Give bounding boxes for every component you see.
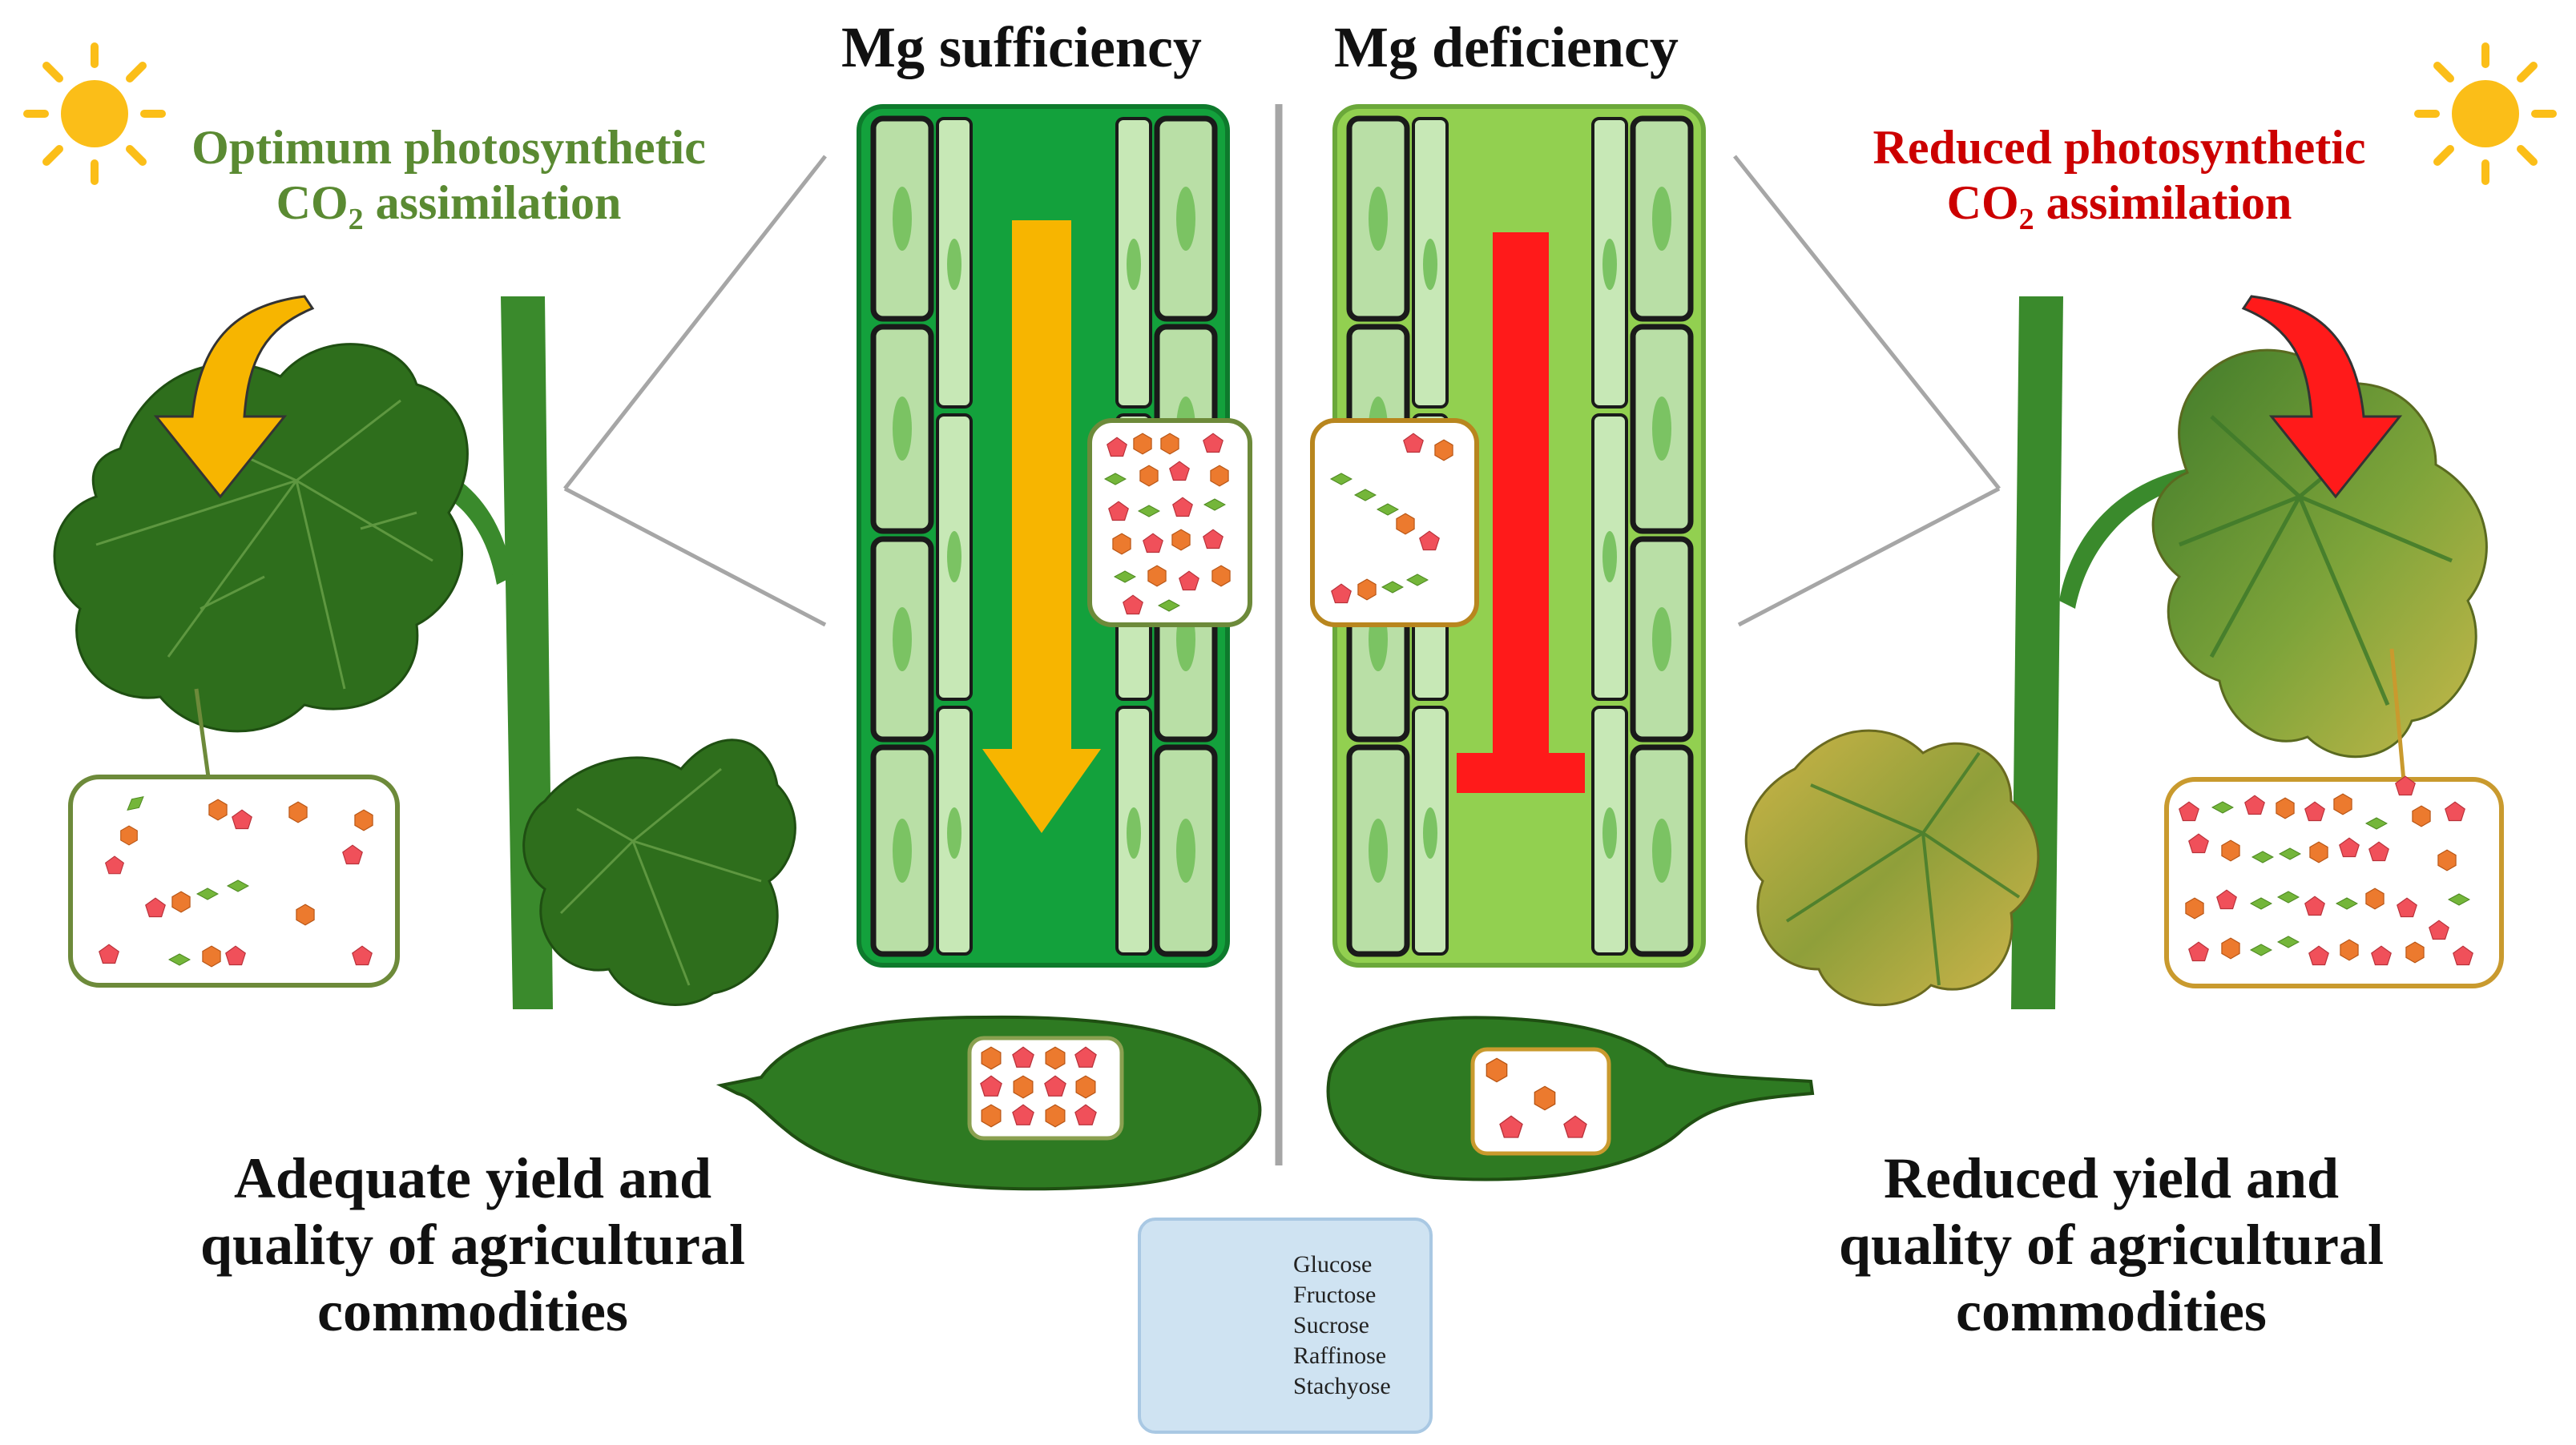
header-mg-sufficiency: Mg sufficiency [841,15,1202,79]
label-line2: CO2 assimilation [1946,176,2292,236]
outcome-line2: quality of agricultural [200,1212,745,1277]
leaf-icon [522,739,796,1006]
flow-arrow-icon [982,220,1101,833]
flow-arrow-icon [153,295,315,499]
leaf-sugar-callout [2164,777,2504,988]
leaf-icon [2151,348,2488,759]
header-mg-deficiency: Mg deficiency [1334,15,1679,79]
legend-fructose: Fructose [1293,1282,1377,1308]
zoom-lines-left [563,155,827,627]
leaf-icon [53,343,469,733]
flow-arrow-icon [2241,295,2403,499]
legend-glucose: Glucose [1293,1251,1373,1278]
leaf-icon [1744,729,2040,1007]
label-line1: Reduced photosynthetic [1873,121,2366,174]
outcome-line2: quality of agricultural [1839,1212,2384,1277]
legend-stachyose: Stachyose [1293,1373,1391,1399]
outcome-line3: commodities [317,1278,628,1343]
block-bar-icon [1457,232,1585,793]
legend-raffinose: Raffinose [1293,1342,1387,1369]
leaf-sugar-callout [68,775,400,988]
outcome-line1: Reduced yield and [1883,1146,2340,1210]
outcome-line3: commodities [1956,1278,2267,1343]
label-reduced-photosynthetic: Reduced photosynthetic CO2 assimilation [1831,120,2408,238]
legend-sucrose: Sucrose [1293,1312,1369,1338]
cucumber-icon [1326,1016,1815,1181]
outcome-reduced-yield: Reduced yield and quality of agricultura… [1751,1145,2472,1344]
outcome-adequate-yield: Adequate yield and quality of agricultur… [112,1145,833,1344]
label-line2: CO2 assimilation [276,176,622,236]
label-optimum-photosynthetic: Optimum photosynthetic CO2 assimilation [160,120,737,238]
outcome-line1: Adequate yield and [233,1146,712,1210]
zoom-lines-right [1733,155,2001,627]
sun-icon [23,42,166,185]
sugar-legend: Glucose Fructose Sucrose Raffinose Stach… [1138,1218,1433,1434]
label-line1: Optimum photosynthetic [191,121,706,174]
phloem-sugar-callout [1310,418,1479,627]
sun-icon [2414,42,2557,185]
